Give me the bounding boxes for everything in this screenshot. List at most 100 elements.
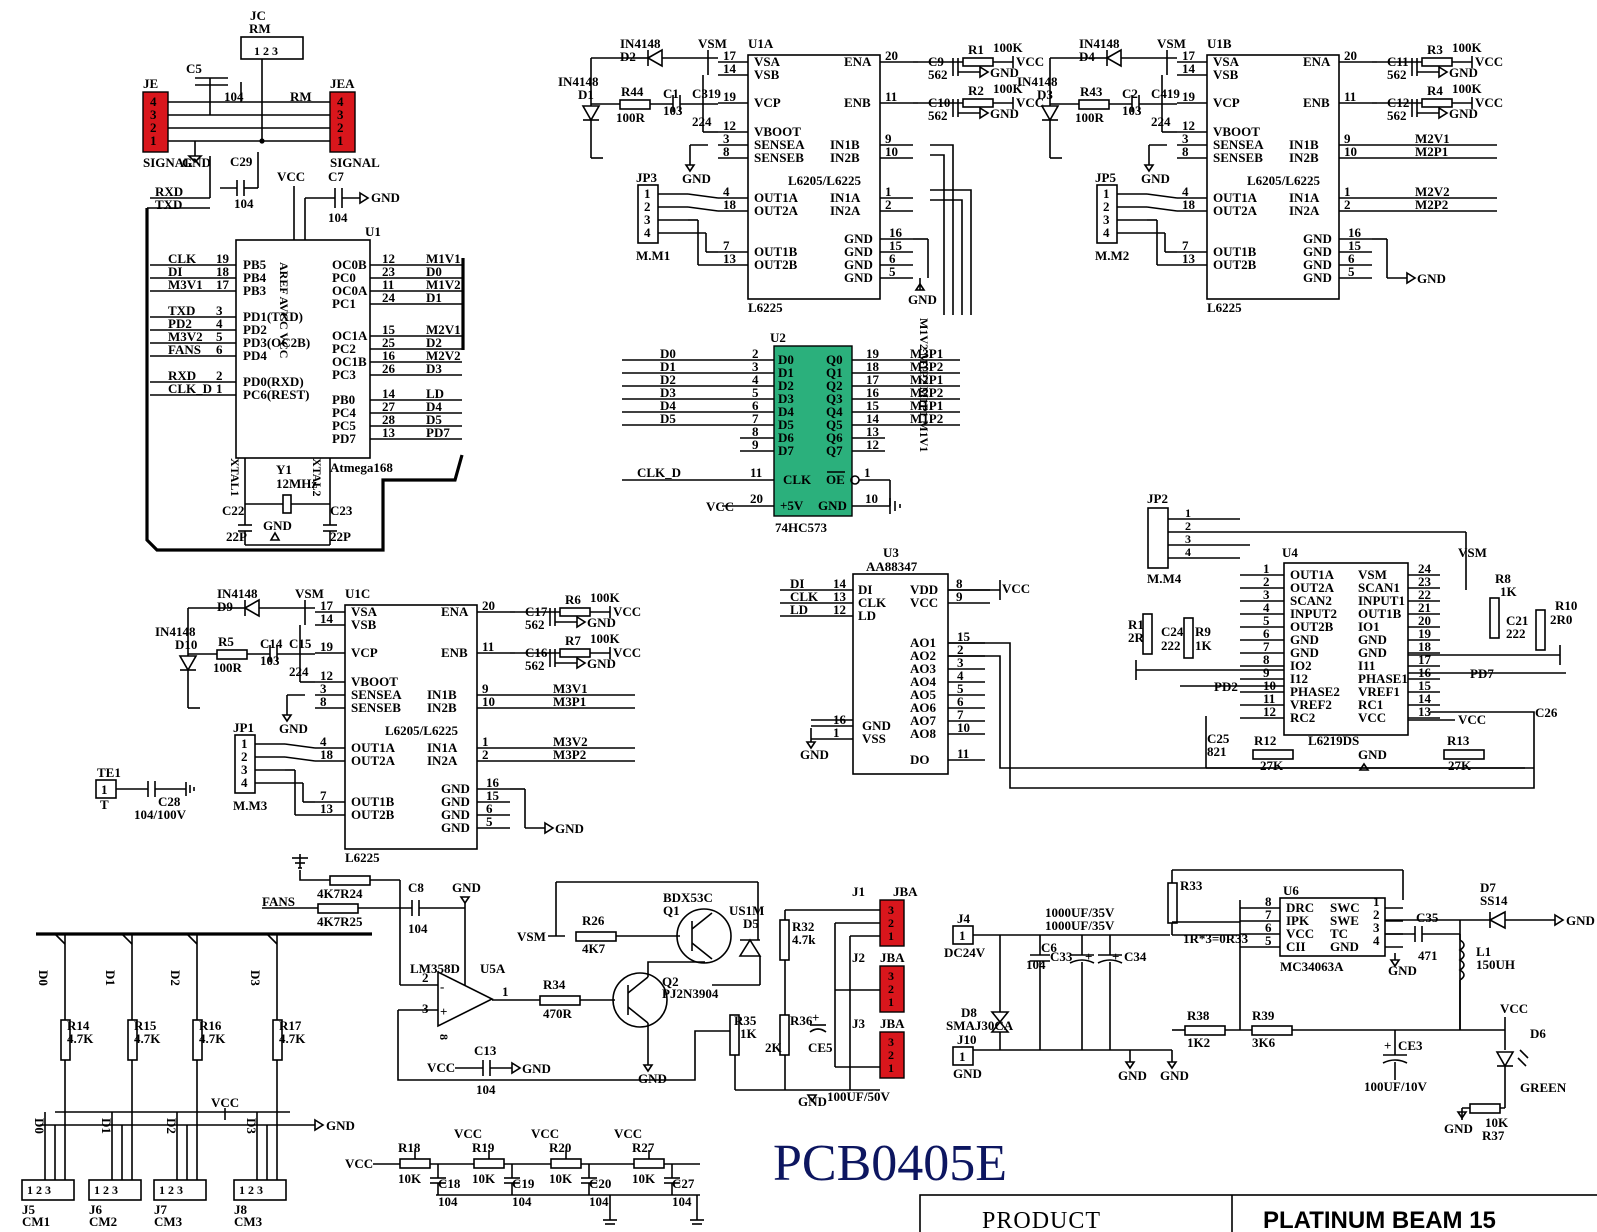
latch-pin-d0: D0 [778, 352, 794, 367]
u4-vcc: VCC [1458, 712, 1486, 727]
driver-pin-senseb: SENSEB [1213, 150, 1263, 165]
u6-pin-gnd: GND [1330, 939, 1359, 954]
driver-pin-enb: ENB [1303, 95, 1330, 110]
stepper-pin-num: 15 [1418, 678, 1432, 693]
u6-pin-drc: DRC [1286, 900, 1314, 915]
c29-ref: C29 [230, 154, 253, 169]
sensor-r-value: 4.7K [134, 1031, 161, 1046]
driver-en-cap-value: 562 [1387, 67, 1407, 82]
sensor-bottom-net: D0 [32, 1118, 47, 1134]
driver-pin-vboot: VBOOT [1213, 124, 1260, 139]
r36-ref: R36 [790, 1013, 813, 1028]
stepper-pin-rc1: RC1 [1358, 697, 1383, 712]
svg-text:2: 2 [337, 120, 344, 135]
stepper-pin-gnd: GND [1290, 632, 1319, 647]
sensor-r-value: 4.7K [279, 1031, 306, 1046]
latch-output-net: M3P2 [910, 359, 943, 374]
r39-value: 3K6 [1252, 1035, 1276, 1050]
sensor-jack-ref: J8 [234, 1202, 248, 1217]
r35-value: 1K [740, 1026, 758, 1041]
opamp-ref: U5A [480, 961, 506, 976]
ce5-plus: + [812, 1010, 819, 1025]
c24-value: 222 [1161, 638, 1181, 653]
stepper-pin-num: 8 [1263, 652, 1270, 667]
mcu-net-pc6(rest): CLK_D [168, 381, 212, 396]
ce5-value: 100UF/50V [827, 1089, 890, 1104]
trim-r-value: 10K [398, 1171, 422, 1186]
latch-u2-body [773, 345, 853, 517]
j4-ref: J4 [957, 911, 971, 926]
r38-resistor [1184, 1025, 1226, 1036]
driver-r [1078, 99, 1110, 110]
jp-pin: 2 [241, 749, 248, 764]
driver-pin-gnd: GND [844, 231, 873, 246]
c13-value: 104 [476, 1082, 496, 1097]
fan-vsm: VSM [517, 929, 546, 944]
r10-ref: R10 [1555, 598, 1577, 613]
driver-pin-num: 12 [723, 118, 736, 133]
u1-ref: U1 [365, 224, 381, 239]
u1-power-pins: AREF AVCC VCC [277, 262, 291, 358]
driver-pin-num: 1 [482, 734, 489, 749]
driver-pin-gnd: GND [1303, 231, 1332, 246]
u4-part: L6219DS [1308, 733, 1359, 748]
latch-pin-num: 15 [866, 398, 880, 413]
trim-c-ref: C18 [438, 1176, 461, 1191]
latch-pin-q4: Q4 [826, 404, 843, 419]
driver-en-gnd: GND [990, 106, 1019, 121]
driver-r [216, 649, 248, 660]
driver-pin-gnd: GND [1303, 244, 1332, 259]
j4-label: DC24V [944, 945, 986, 960]
driver-c2-ref: C319 [692, 86, 721, 101]
driver-pin-vcp: VCP [1213, 95, 1240, 110]
driver-pin-in1b: IN1B [830, 137, 860, 152]
trim-r-ref: R18 [398, 1140, 421, 1155]
driver-pin-vsa: VSA [1213, 54, 1240, 69]
stepper-pin-out2a: OUT2A [1290, 580, 1335, 595]
driver-pin-num: 8 [320, 694, 327, 709]
svg-text:1: 1 [959, 1049, 966, 1064]
stepper-pin-phase1: PHASE1 [1358, 671, 1408, 686]
d6-ref: D6 [1530, 1026, 1546, 1041]
j10-connector [952, 1046, 974, 1066]
trim-c-value: 104 [438, 1194, 458, 1209]
driver-pin-in2a: IN2A [427, 753, 458, 768]
opamp-pin3: 3 [422, 1001, 429, 1016]
mcu-pin-pc3: PC3 [332, 367, 356, 382]
r34-ref: R34 [543, 977, 566, 992]
j2-type: JBA [880, 950, 905, 965]
latch-pin-d6: D6 [778, 430, 794, 445]
c8-value: 104 [408, 921, 428, 936]
jea-label: SIGNAL [330, 155, 380, 170]
sensor-bottom-net: D2 [164, 1118, 179, 1134]
q1-part: BDX53C [663, 890, 713, 905]
dac-pin-num: 8 [956, 576, 963, 591]
jp-pin: 1 [644, 186, 651, 201]
stepper-pin-num: 14 [1418, 691, 1432, 706]
sensor-jack-name: CM3 [154, 1214, 183, 1229]
driver-pin-num: 12 [1182, 118, 1195, 133]
r32-resistor [779, 919, 790, 961]
fan-driver: 4K7R24 FANS 4K7R25 C8 104 GND LM358D U5A… [262, 854, 918, 1109]
driver-pin-num: 4 [1182, 184, 1189, 199]
latch-pin-num: 6 [752, 398, 759, 413]
driver-body [747, 54, 881, 300]
mcu-pin-oc0b: OC0B [332, 257, 367, 272]
driver-pin-num: 19 [723, 89, 737, 104]
u6-pin-swc: SWC [1330, 900, 1360, 915]
u6-ref: U6 [1283, 883, 1299, 898]
r38-ref: R38 [1187, 1008, 1210, 1023]
xtal-gnd: GND [263, 518, 292, 533]
dac-pin-ao3: AO3 [910, 661, 937, 676]
r13-ref: R13 [1447, 733, 1470, 748]
driver-pin-num: 9 [1344, 131, 1351, 146]
driver-pin-num: 18 [1182, 197, 1196, 212]
svg-text:1: 1 [888, 995, 894, 1009]
j10-label: GND [953, 1066, 982, 1081]
dac-u3-body [852, 573, 949, 775]
driver-pin-senseb: SENSEB [351, 700, 401, 715]
